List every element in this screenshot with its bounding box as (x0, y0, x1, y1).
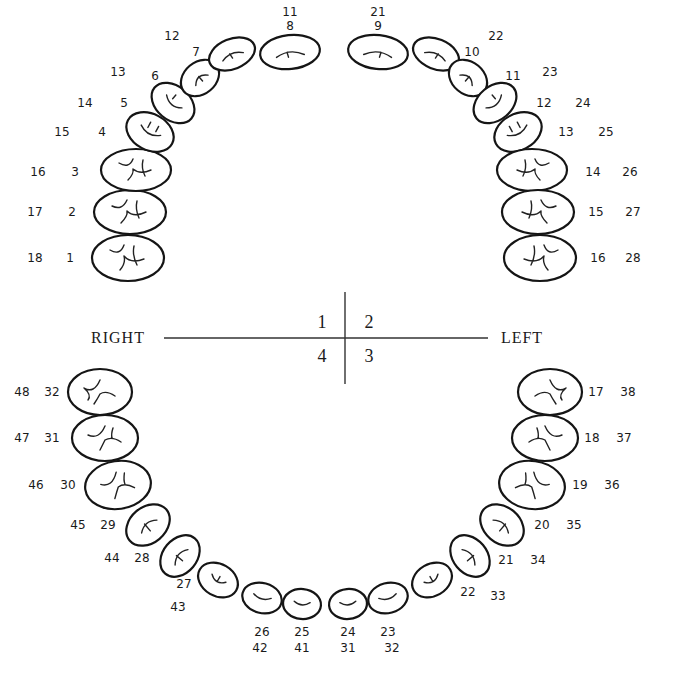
tooth-number: 12 (536, 97, 551, 109)
tooth-number: 1 (66, 252, 74, 264)
tooth-number: 26 (254, 626, 269, 638)
molar (496, 457, 568, 514)
tooth-number: 41 (294, 642, 309, 654)
tooth-number: 16 (590, 252, 605, 264)
tooth-number: 47 (14, 432, 29, 444)
tooth-number: 23 (380, 626, 395, 638)
tooth-number: 17 (588, 386, 603, 398)
tooth-number: 3 (71, 166, 79, 178)
tooth-number: 29 (100, 519, 115, 531)
tooth-number: 18 (27, 252, 42, 264)
tooth-number: 19 (572, 479, 587, 491)
tooth-number: 26 (622, 166, 637, 178)
tooth-number: 36 (604, 479, 619, 491)
tooth-number: 17 (27, 206, 42, 218)
tooth-number: 13 (558, 126, 573, 138)
tooth-number: 33 (490, 590, 505, 602)
quadrant-number: 2 (365, 313, 374, 331)
tooth-number: 24 (575, 97, 590, 109)
tooth-number: 25 (598, 126, 613, 138)
molar (82, 457, 154, 514)
quadrant-number: 3 (365, 347, 374, 365)
tooth-number: 28 (134, 552, 149, 564)
side-label: RIGHT (91, 330, 145, 346)
incisor (258, 32, 321, 72)
tooth-number: 2 (68, 206, 76, 218)
quadrant-cross (164, 292, 488, 384)
tooth-number: 24 (340, 626, 355, 638)
tooth-number: 11 (282, 6, 297, 18)
tooth-number: 23 (542, 66, 557, 78)
tooth-number: 30 (60, 479, 75, 491)
molar (72, 415, 138, 461)
tooth-number: 14 (77, 97, 92, 109)
incisor (239, 578, 285, 617)
incisor (346, 32, 409, 72)
molar (504, 235, 576, 281)
tooth-number: 21 (370, 6, 385, 18)
tooth-number: 22 (488, 30, 503, 42)
tooth-number: 27 (625, 206, 640, 218)
molar (518, 369, 582, 415)
tooth-number: 35 (566, 519, 581, 531)
tooth-number: 46 (28, 479, 43, 491)
tooth-number: 16 (30, 166, 45, 178)
tooth-number: 22 (460, 586, 475, 598)
tooth-number: 27 (176, 578, 191, 590)
canine (192, 556, 244, 605)
molar (94, 190, 166, 234)
tooth-number: 37 (616, 432, 631, 444)
side-label: LEFT (501, 330, 543, 346)
tooth-number: 7 (192, 46, 200, 58)
incisor (328, 587, 368, 620)
quadrant-number: 4 (318, 347, 327, 365)
tooth-number: 28 (625, 252, 640, 264)
tooth-number: 13 (110, 66, 125, 78)
tooth-number: 31 (44, 432, 59, 444)
tooth-number: 32 (44, 386, 59, 398)
tooth-number: 6 (151, 70, 159, 82)
tooth-number: 44 (104, 552, 119, 564)
tooth-number: 45 (70, 519, 85, 531)
tooth-number: 48 (14, 386, 29, 398)
molar (101, 149, 171, 191)
tooth-number: 11 (505, 70, 520, 82)
tooth-number: 8 (286, 20, 294, 32)
tooth-number: 34 (530, 554, 545, 566)
tooth-number: 38 (620, 386, 635, 398)
molar (502, 190, 574, 234)
tooth-number: 5 (120, 97, 128, 109)
tooth-number: 15 (588, 206, 603, 218)
molar (92, 235, 164, 281)
tooth-number: 18 (584, 432, 599, 444)
tooth-number: 43 (170, 601, 185, 613)
tooth-number: 31 (340, 642, 355, 654)
tooth-number: 20 (534, 519, 549, 531)
tooth-number: 32 (384, 642, 399, 654)
molar (68, 369, 132, 415)
tooth-number: 15 (54, 126, 69, 138)
tooth-number: 9 (374, 20, 382, 32)
tooth-number: 4 (98, 126, 106, 138)
quadrant-number: 1 (318, 313, 327, 331)
incisor (204, 31, 260, 77)
tooth-number: 10 (464, 46, 479, 58)
tooth-number: 12 (164, 30, 179, 42)
canine (406, 556, 458, 605)
molar (497, 149, 567, 191)
tooth-number: 25 (294, 626, 309, 638)
molar (512, 415, 578, 461)
tooth-number: 21 (498, 554, 513, 566)
tooth-number: 14 (585, 166, 600, 178)
tooth-number: 42 (252, 642, 267, 654)
incisor (282, 587, 322, 620)
incisor (365, 578, 411, 617)
